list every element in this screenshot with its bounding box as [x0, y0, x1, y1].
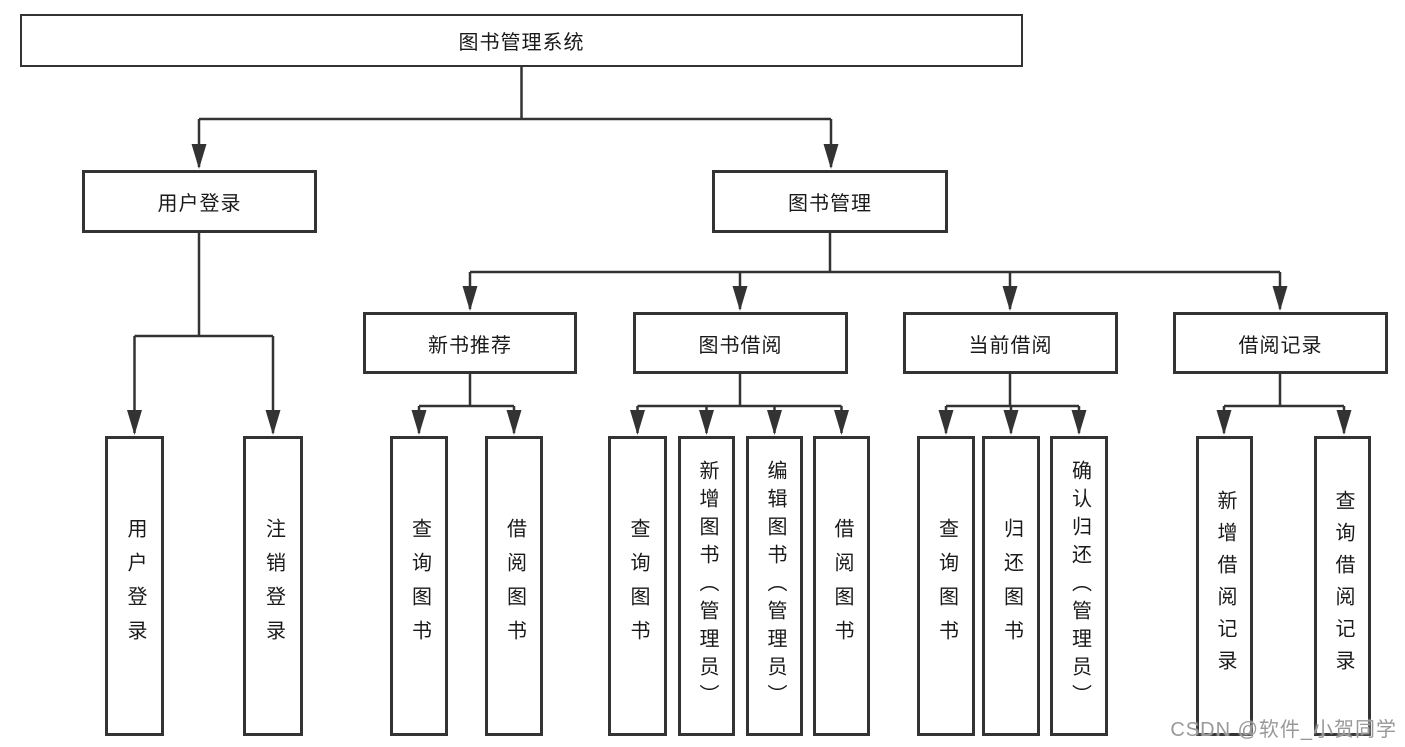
node-library-management-system: 图书管理系统	[20, 14, 1023, 67]
leaf-label: 借阅图书	[503, 518, 526, 654]
node-book-borrow: 图书借阅	[633, 312, 848, 374]
arrowheads	[127, 144, 1352, 435]
leaf-label: 编辑图书（管理员）	[764, 460, 786, 712]
leaf-add-borrow-record: 新增借阅记录	[1196, 436, 1253, 736]
node-user-login: 用户登录	[82, 170, 317, 233]
arrowhead-icon	[1336, 410, 1352, 435]
arrowhead-icon	[506, 410, 522, 435]
arrowhead-icon	[630, 410, 645, 435]
leaf-label: 归还图书	[1000, 518, 1023, 654]
leaf-label: 新增图书（管理员）	[696, 460, 718, 712]
tree-edges	[133, 67, 1346, 433]
node-new-book-recommend: 新书推荐	[363, 312, 577, 374]
arrowhead-icon	[191, 144, 207, 169]
leaf-label: 查询借阅记录	[1332, 490, 1354, 682]
arrowhead-icon	[1002, 286, 1018, 311]
arrowhead-icon	[834, 410, 849, 435]
node-current-borrow: 当前借阅	[903, 312, 1118, 374]
leaf-query-borrow-record: 查询借阅记录	[1314, 436, 1371, 736]
arrowhead-icon	[699, 410, 714, 435]
arrowhead-icon	[462, 286, 478, 311]
leaf-label: 查询图书	[408, 518, 431, 654]
arrowhead-icon	[823, 144, 839, 169]
leaf-label: 查询图书	[627, 518, 649, 654]
arrowhead-icon	[1071, 410, 1087, 435]
csdn-watermark: CSDN @软件_小贺同学	[1170, 719, 1397, 741]
leaf-label: 注销登录	[262, 518, 285, 654]
arrowhead-icon	[938, 410, 954, 435]
arrowhead-icon	[1216, 410, 1232, 435]
leaf-edit-books-admin: 编辑图书（管理员）	[746, 436, 803, 736]
leaf-logout: 注销登录	[243, 436, 303, 736]
leaf-label: 查询图书	[935, 518, 958, 654]
arrowhead-icon	[127, 410, 142, 435]
leaf-label: 确认归还（管理员）	[1068, 460, 1091, 712]
leaf-query-books-current: 查询图书	[917, 436, 975, 736]
arrowhead-icon	[1272, 286, 1288, 311]
arrowhead-icon	[411, 410, 427, 435]
leaf-label: 借阅图书	[831, 518, 853, 654]
leaf-label: 新增借阅记录	[1214, 490, 1236, 682]
leaf-user-login: 用户登录	[105, 436, 164, 736]
leaf-label: 用户登录	[124, 518, 146, 654]
leaf-add-books-admin: 新增图书（管理员）	[678, 436, 735, 736]
arrowhead-icon	[265, 410, 281, 435]
node-borrow-records: 借阅记录	[1173, 312, 1388, 374]
arrowhead-icon	[767, 410, 782, 435]
leaf-return-books: 归还图书	[982, 436, 1040, 736]
leaf-query-books-borrow: 查询图书	[608, 436, 667, 736]
leaf-query-books-recommend: 查询图书	[390, 436, 448, 736]
arrowhead-icon	[732, 286, 748, 311]
leaf-confirm-return-admin: 确认归还（管理员）	[1050, 436, 1108, 736]
arrowhead-icon	[1003, 410, 1019, 435]
leaf-borrow-books-recommend: 借阅图书	[485, 436, 543, 736]
node-book-management: 图书管理	[712, 170, 948, 233]
leaf-borrow-books: 借阅图书	[813, 436, 870, 736]
